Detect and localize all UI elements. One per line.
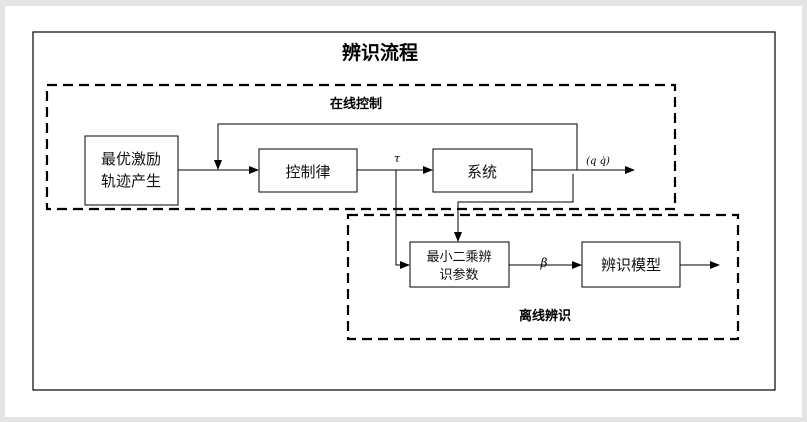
online-control-group: [45, 83, 677, 211]
state-to-least-squares-arrow: [454, 174, 574, 242]
beta-signal-label: β: [540, 256, 548, 270]
tau-signal-label: τ: [394, 152, 401, 165]
diagram-paper: [5, 6, 802, 417]
system-block: [432, 148, 533, 193]
least-squares-label-line2: 识参数: [439, 267, 478, 283]
online-control-label: 在线控制: [330, 96, 382, 112]
identification-model-label: 辨识模型: [601, 256, 661, 274]
least-squares-block: [409, 241, 510, 288]
excitation-label-line1: 最优激励: [101, 150, 161, 168]
control-law-label: 控制律: [285, 163, 330, 181]
tau-to-least-squares-arrow: [395, 170, 410, 269]
least-squares-label-line1: 最小二乘辨: [426, 250, 491, 265]
identification-model-block: [581, 241, 681, 288]
excitation-block: [84, 135, 179, 206]
control-law-block: [258, 148, 358, 193]
outer-frame: [32, 31, 776, 391]
diagram-title: 辨识流程: [342, 41, 418, 64]
offline-identification-group: [346, 213, 740, 341]
system-label: 系统: [467, 163, 497, 181]
feedback-loop-arrow: [214, 123, 578, 170]
offline-identification-label: 离线辨识: [519, 308, 571, 324]
excitation-label-line2: 轨迹产生: [101, 172, 161, 190]
state-signal-label: (q q̇): [586, 156, 610, 167]
